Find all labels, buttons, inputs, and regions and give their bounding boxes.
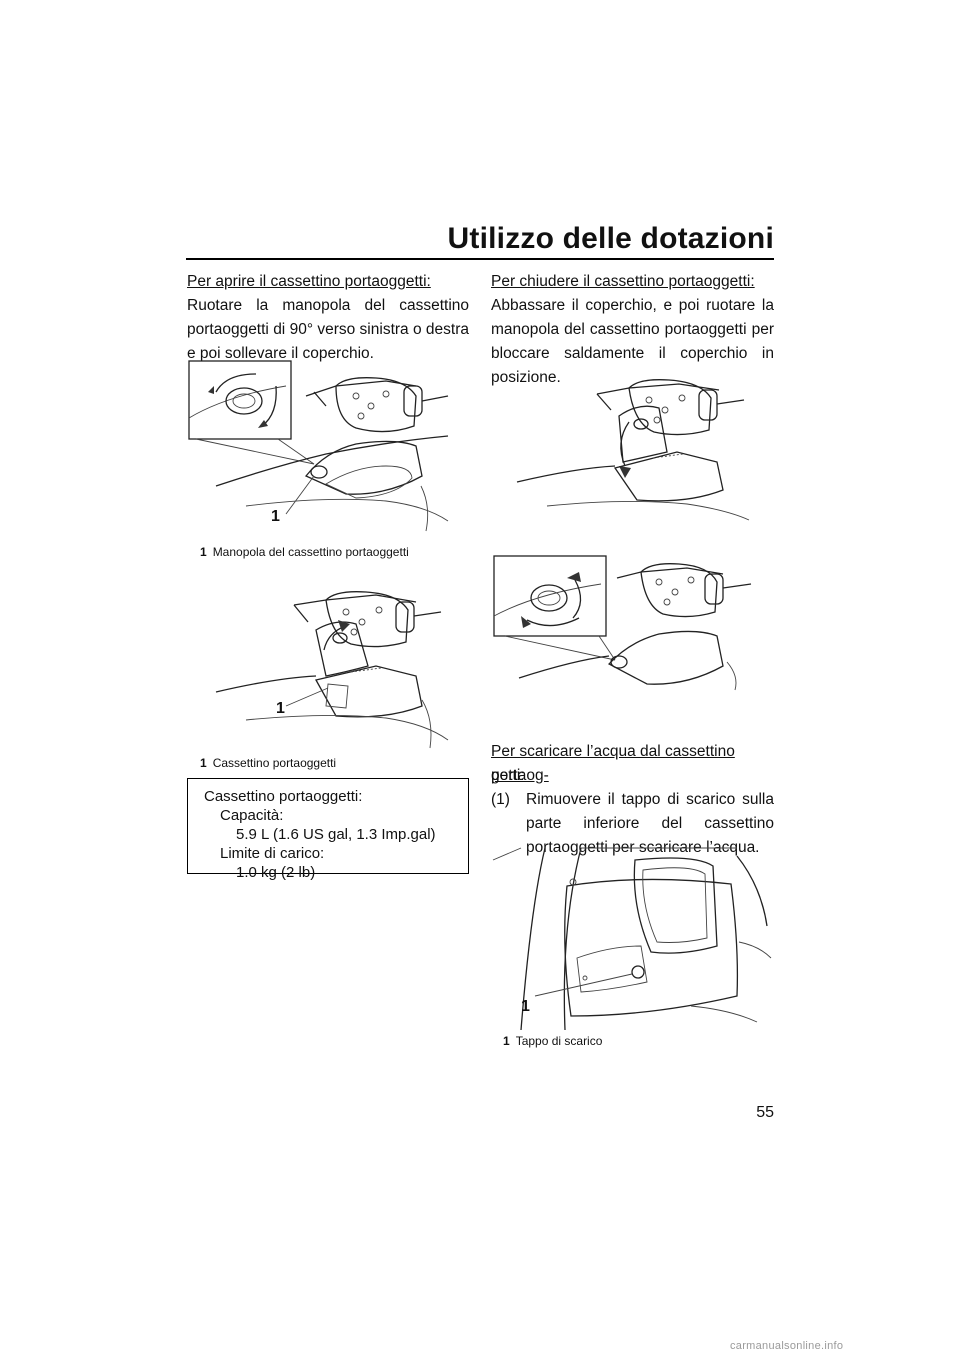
open-text: Ruotare la manopola del cassettino porta… xyxy=(187,297,469,362)
fig1-caption-num: 1 xyxy=(200,545,207,559)
spec-box: Cassettino portaoggetti: Capacità: 5.9 L… xyxy=(187,778,469,881)
drain-step-text: Rimuovere il tappo di scarico sulla part… xyxy=(526,791,774,856)
fig2-caption-text: Cassettino portaoggetti xyxy=(212,756,337,770)
page-number: 55 xyxy=(756,1104,774,1121)
fig2-caption: 1 Cassettino portaoggetti xyxy=(200,756,336,770)
fig5-callout: 1 xyxy=(521,998,530,1015)
open-heading: Per aprire il cassettino portaoggetti: xyxy=(187,273,431,290)
fig2-callout: 1 xyxy=(276,700,285,717)
figure-storage-closing xyxy=(516,379,750,521)
fig1-callout: 1 xyxy=(271,508,280,525)
drain-heading-2: getti: xyxy=(491,767,525,784)
drain-step-num: (1) xyxy=(491,791,510,808)
spec-title: Cassettino portaoggetti: xyxy=(204,788,363,805)
figure-storage-knob xyxy=(188,360,449,532)
fig5-caption-num: 1 xyxy=(503,1034,510,1048)
spec-load-value: 1.0 kg (2 lb) xyxy=(236,864,316,881)
figure-drain-plug xyxy=(492,847,772,1030)
header-rule xyxy=(186,258,774,260)
close-text: Abbassare il coperchio, e poi ruotare la… xyxy=(491,297,774,386)
watermark: carmanualsonline.info xyxy=(730,1340,844,1352)
figure-storage-lock xyxy=(493,555,752,691)
fig1-caption: 1 Manopola del cassettino portaoggetti xyxy=(200,545,409,559)
fig2-caption-num: 1 xyxy=(200,756,207,770)
fig5-caption-text: Tappo di scarico xyxy=(515,1034,603,1048)
spec-capacity-value: 5.9 L (1.6 US gal, 1.3 Imp.gal) xyxy=(236,826,436,843)
fig1-caption-text: Manopola del cassettino portaoggetti xyxy=(212,545,409,559)
spec-load-label: Limite di carico: xyxy=(220,845,325,862)
drain-heading-1: Per scaricare l’acqua dal cassettino por… xyxy=(491,743,735,784)
fig5-caption: 1 Tappo di scarico xyxy=(503,1034,602,1048)
page-title: Utilizzo delle dotazioni xyxy=(447,222,774,255)
close-heading: Per chiudere il cassettino portaoggetti: xyxy=(491,273,755,290)
spec-capacity-label: Capacità: xyxy=(220,807,284,824)
figure-storage-open xyxy=(215,591,449,749)
